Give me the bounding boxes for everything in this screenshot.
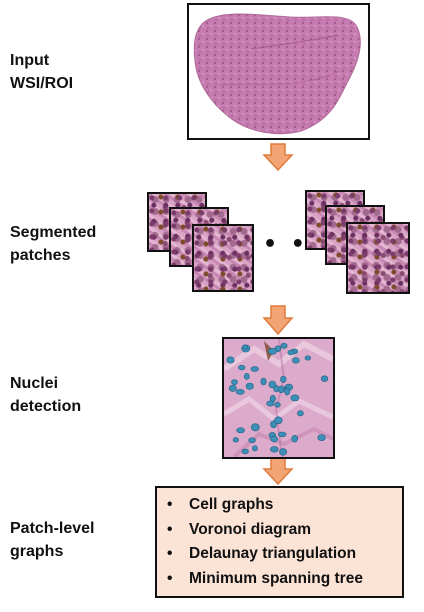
detected-nucleus-marker xyxy=(287,349,295,356)
stage-label-line: graphs xyxy=(10,543,64,560)
detected-nucleus-marker xyxy=(241,344,248,350)
graph-types-list: • Cell graphs • Voronoi diagram • Delaunay … xyxy=(167,493,402,591)
stage-label-line: patches xyxy=(10,247,71,264)
graph-type-item: • Minimum spanning tree xyxy=(167,567,402,592)
detected-nucleus-marker xyxy=(317,434,326,441)
detected-nucleus-marker xyxy=(231,379,238,385)
detected-nucleus-marker xyxy=(292,357,300,364)
graph-type-item: • Cell graphs xyxy=(167,493,402,518)
detected-nucleus-marker xyxy=(267,348,277,355)
detected-nucleus-marker xyxy=(297,410,304,417)
detected-nucleus-marker xyxy=(274,416,283,425)
detected-nucleus-marker xyxy=(279,448,287,456)
detected-nucleus-marker xyxy=(284,387,291,396)
graph-type-label: Voronoi diagram xyxy=(189,520,312,538)
graph-type-item: • Delaunay triangulation xyxy=(167,542,402,567)
detected-nucleus-marker xyxy=(260,377,267,386)
stage-label-line: Segmented xyxy=(10,224,97,241)
tissue-fold xyxy=(218,70,340,86)
detected-nucleus-marker xyxy=(251,445,258,452)
stage-label-patches: Segmented patches xyxy=(10,221,96,267)
graph-type-label: Minimum spanning tree xyxy=(189,569,363,587)
stage-label-line: Input xyxy=(10,52,50,69)
detected-nucleus-marker xyxy=(236,427,245,434)
detected-nucleus-marker xyxy=(248,437,256,444)
bullet-icon: • xyxy=(167,569,173,587)
tissue-section xyxy=(193,13,361,135)
graph-type-label: Cell graphs xyxy=(189,496,274,513)
detected-nucleus-marker xyxy=(320,375,329,382)
stage-label-graphs: Patch-level graphs xyxy=(10,517,94,563)
detected-nucleus-marker xyxy=(269,446,279,453)
stage-label-nuclei: Nuclei detection xyxy=(10,372,81,418)
detected-nucleus-marker xyxy=(266,400,275,407)
stage-label-input: Input WSI/ROI xyxy=(10,49,73,95)
detected-nucleus-marker xyxy=(291,434,298,443)
detected-nucleus-marker xyxy=(241,448,249,455)
nuclei-overlay xyxy=(224,339,333,457)
detected-nucleus-marker xyxy=(280,375,287,383)
graph-type-label: Delaunay triangulation xyxy=(189,545,357,562)
detected-nucleus-marker xyxy=(274,401,281,408)
stage-label-line: detection xyxy=(10,398,82,415)
detected-nucleus-marker xyxy=(243,373,250,380)
detected-nucleus-marker xyxy=(280,342,288,349)
graph-types-box: • Cell graphs • Voronoi diagram • Delaunay … xyxy=(155,486,404,598)
stage-label-line: Nuclei xyxy=(10,375,59,392)
detected-nucleus-marker xyxy=(270,435,278,443)
wsi-image-frame xyxy=(187,3,370,140)
stage-label-line: WSI/ROI xyxy=(10,75,74,92)
detected-nucleus-marker xyxy=(277,431,287,438)
graph-type-item: • Voronoi diagram xyxy=(167,518,402,543)
patch-thumbnail xyxy=(192,224,254,292)
detected-nucleus-marker xyxy=(226,356,235,364)
detected-nucleus-marker xyxy=(304,355,312,361)
detected-nucleus-marker xyxy=(290,394,300,402)
detected-nucleus-marker xyxy=(250,423,260,432)
arrow-down-icon xyxy=(262,305,294,335)
detected-nucleus-marker xyxy=(278,385,285,394)
stage-label-line: Patch-level xyxy=(10,520,95,537)
wsi-tissue-image xyxy=(193,13,361,135)
patch-thumbnail xyxy=(346,222,410,294)
bullet-icon: • xyxy=(167,496,173,513)
detected-nucleus-marker xyxy=(268,380,277,389)
detected-nucleus-marker xyxy=(228,384,237,392)
detected-nucleus-marker xyxy=(250,366,259,372)
nuclei-detection-image xyxy=(222,337,335,459)
arrow-down-icon xyxy=(262,143,294,171)
detected-nucleus-marker xyxy=(238,365,246,371)
tissue-fold xyxy=(250,34,340,50)
bullet-icon: • xyxy=(167,545,173,562)
detected-nucleus-marker xyxy=(235,389,245,395)
bullet-icon: • xyxy=(167,520,173,538)
detected-nucleus-marker xyxy=(232,437,239,443)
detected-nucleus-marker xyxy=(245,382,254,390)
arrow-down-icon xyxy=(262,457,294,485)
